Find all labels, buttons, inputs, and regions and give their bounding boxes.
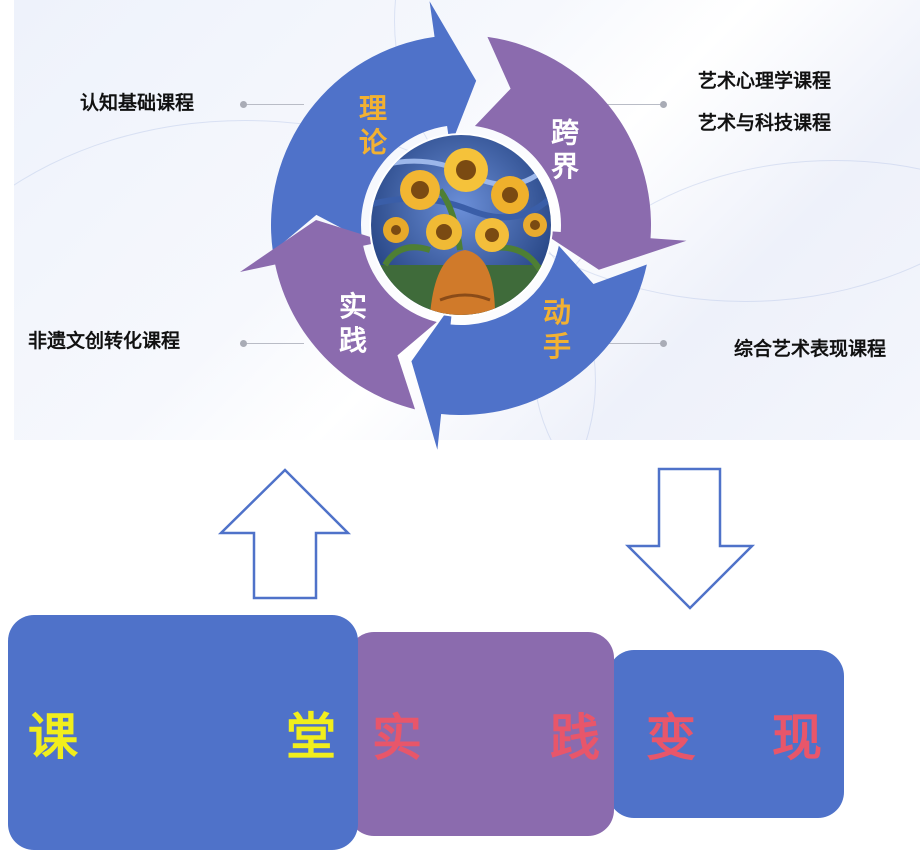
sunflower-painting xyxy=(369,133,553,317)
cycle-segment-theory xyxy=(270,1,477,252)
block-classroom: 课 堂 xyxy=(8,615,358,850)
connector-line xyxy=(240,104,304,105)
segment-label-theory: 理 论 xyxy=(358,92,387,159)
connector-line xyxy=(604,104,666,105)
connector-dot xyxy=(240,101,247,108)
up-arrow-icon xyxy=(217,468,352,600)
connector-line xyxy=(240,343,304,344)
connector-dot xyxy=(660,340,667,347)
block-classroom-right: 堂 xyxy=(286,707,336,766)
cycle-segment-crossover xyxy=(474,36,687,270)
block-practice-right: 践 xyxy=(550,709,600,767)
label-cognitive-foundation-course: 认知基础课程 xyxy=(80,92,195,114)
down-arrow-icon xyxy=(624,467,756,610)
connector-line xyxy=(604,343,666,344)
label-integrated-expression-course: 综合艺术表现课程 xyxy=(734,338,887,360)
label-heritage-creative-course: 非遗文创转化课程 xyxy=(28,330,181,352)
connector-dot xyxy=(660,101,667,108)
segment-label-crossover: 跨 界 xyxy=(550,116,579,183)
label-art-technology-course: 艺术与科技课程 xyxy=(698,112,832,134)
segment-label-hands-on: 动 手 xyxy=(542,296,571,363)
connector-dot xyxy=(240,340,247,347)
segment-label-practice: 实 践 xyxy=(338,290,367,357)
block-practice: 实 践 xyxy=(348,632,614,836)
block-monetization: 变 现 xyxy=(608,650,844,818)
block-monetization-left: 变 xyxy=(646,709,696,767)
block-monetization-right: 现 xyxy=(772,709,822,767)
block-classroom-left: 课 xyxy=(28,707,78,766)
cycle-segment-hands-on xyxy=(411,245,647,450)
block-practice-left: 实 xyxy=(372,709,422,767)
cycle-segment-practice xyxy=(239,219,437,410)
label-art-psychology-course: 艺术心理学课程 xyxy=(698,70,832,92)
